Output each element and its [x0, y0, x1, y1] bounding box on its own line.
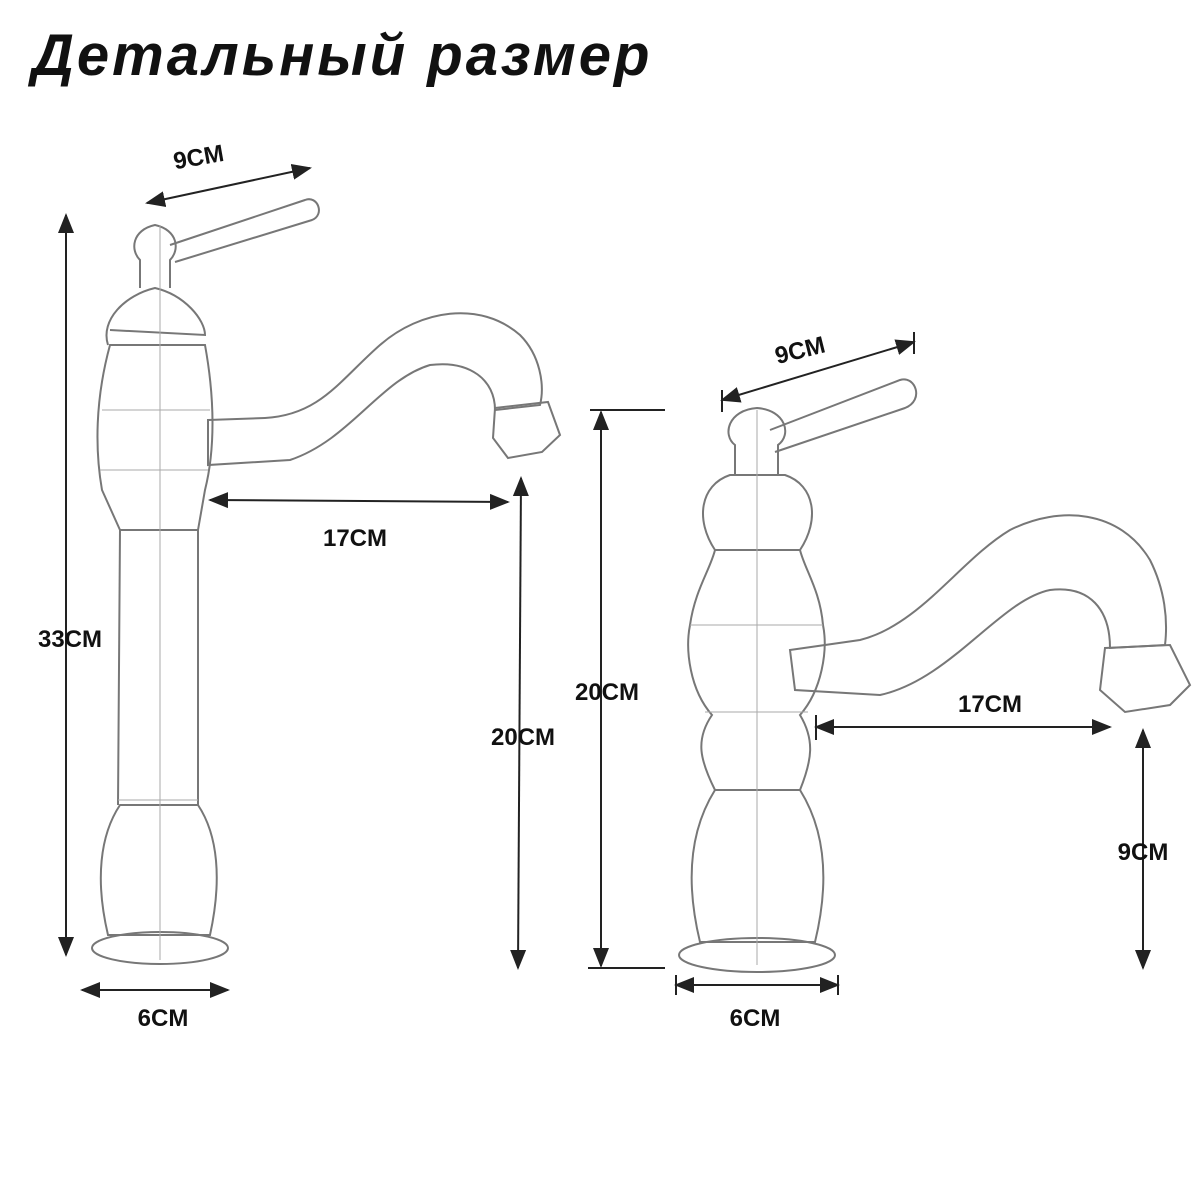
handle-length-arrow [145, 163, 312, 208]
left-dimensions: 9CM 33CM 17CM 20CM 6CM [38, 140, 555, 1032]
right-spout-reach-label: 17CM [958, 691, 1022, 718]
page-title: Детальный размер [32, 23, 653, 88]
left-total-height-label: 33CM [38, 626, 102, 653]
left-base-diameter-label: 6CM [138, 1005, 189, 1032]
tall-faucet-drawing [91, 198, 562, 965]
right-base-diameter-label: 6CM [730, 1005, 781, 1032]
right-dimensions: 9CM 20CM 17CM 9CM 6CM [575, 331, 1168, 1032]
left-spout-height-label: 20CM [491, 724, 555, 751]
left-spout-reach-label: 17CM [323, 525, 387, 552]
handle-length-arrow [720, 339, 916, 403]
right-spout-height-label: 9CM [1118, 839, 1169, 866]
right-handle-length-label: 9CM [772, 331, 828, 369]
spout-reach-arrow [208, 492, 510, 510]
right-total-height-label: 20CM [575, 679, 639, 706]
spout-height-arrow [510, 476, 529, 970]
left-handle-length-label: 9CM [171, 140, 226, 175]
short-faucet-drawing [678, 378, 1192, 973]
